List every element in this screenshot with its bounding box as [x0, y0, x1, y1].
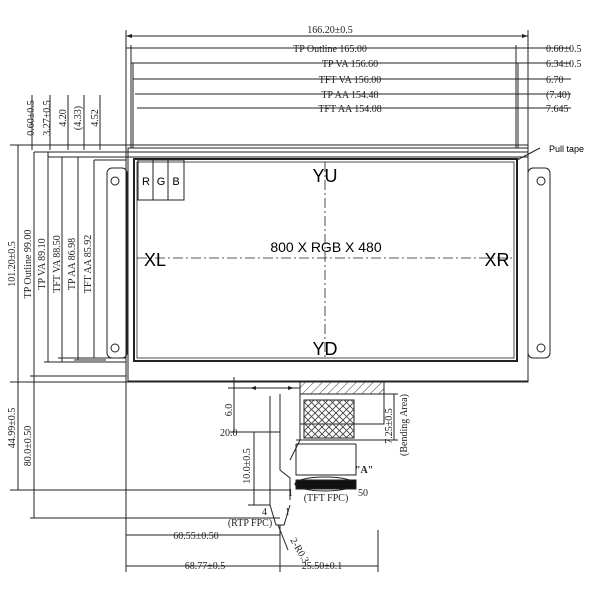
dim-tp-aa-height: TP AA 86.98: [67, 238, 78, 290]
dim-overall-height: 101.20±0.5: [7, 241, 18, 287]
dim-right-5: 7.645: [546, 104, 569, 115]
rtp-fpc-label: (RTP FPC): [228, 518, 272, 529]
axis-label-xr: XR: [484, 250, 509, 270]
axis-label-yd: YD: [312, 339, 337, 359]
dim-radius: 2-R0.3: [287, 536, 310, 565]
dim-small-b: 3.27±0.5: [42, 100, 53, 136]
resolution-label: 800 X RGB X 480: [270, 239, 382, 255]
tft-pin-1: 1: [288, 488, 293, 499]
detail-a-label: "A": [355, 465, 373, 476]
dim-small-c: 4.20: [58, 109, 69, 127]
rgb-label-b: B: [172, 176, 179, 188]
dim-right-2: 6.34±0.5: [546, 59, 582, 70]
dim-bending: 7.25±0.5: [384, 408, 395, 444]
tft-fpc-label: (TFT FPC): [304, 493, 349, 504]
dim-60-55: 60.55±0.50: [173, 531, 219, 542]
dim-small-e: 4.52: [90, 109, 101, 127]
dim-tft-va-width: TFT VA 156.00: [319, 75, 382, 86]
dim-small-a: 0.60±0.5: [26, 100, 37, 136]
dim-left-44: 44.99±0.5: [7, 408, 18, 449]
dim-68-77: 68.77±0.5: [185, 561, 226, 572]
dim-25-50: 25.50±0.1: [302, 561, 343, 572]
dim-tp-outline-width: TP Outline 165.00: [293, 44, 367, 55]
dim-tp-aa-width: TP AA 154.48: [321, 90, 378, 101]
rgb-label-r: R: [142, 176, 150, 188]
dim-overall-width: 166.20±0.5: [307, 25, 353, 36]
tft-pin-50: 50: [358, 488, 368, 499]
dim-bottom-20: 20.0: [220, 428, 238, 439]
dim-right-4: (7.40): [546, 90, 570, 101]
pull-tape-label: Pull tape: [549, 144, 584, 154]
dim-right-3: 6.70: [546, 75, 564, 86]
axis-label-yu: YU: [312, 166, 337, 186]
dim-right-1: 0.60±0.5: [546, 44, 582, 55]
dim-tp-va-width: TP VA 156.60: [322, 59, 378, 70]
rtp-pin-4: 4: [262, 507, 267, 518]
dim-tft-aa-width: TFT AA 154.08: [318, 104, 381, 115]
dim-small-d: (4.33): [73, 106, 84, 130]
dim-tp-va-height: TP VA 89.10: [37, 238, 48, 289]
dim-left-80: 80.0±0.50: [23, 426, 34, 467]
dim-bottom-10: 10.0±0.5: [242, 448, 253, 484]
dim-bottom-6: 6.0: [224, 404, 235, 417]
rgb-label-g: G: [157, 176, 166, 188]
dim-tp-outline-height: TP Outline 99.00: [23, 230, 34, 299]
bending-area-label: (Bending Area): [399, 394, 410, 456]
dim-tft-va-height: TFT VA 88.50: [52, 235, 63, 293]
axis-label-xl: XL: [144, 250, 166, 270]
dim-tft-aa-height: TFT AA 85.92: [83, 235, 94, 293]
rtp-pin-1: 1: [285, 507, 290, 518]
